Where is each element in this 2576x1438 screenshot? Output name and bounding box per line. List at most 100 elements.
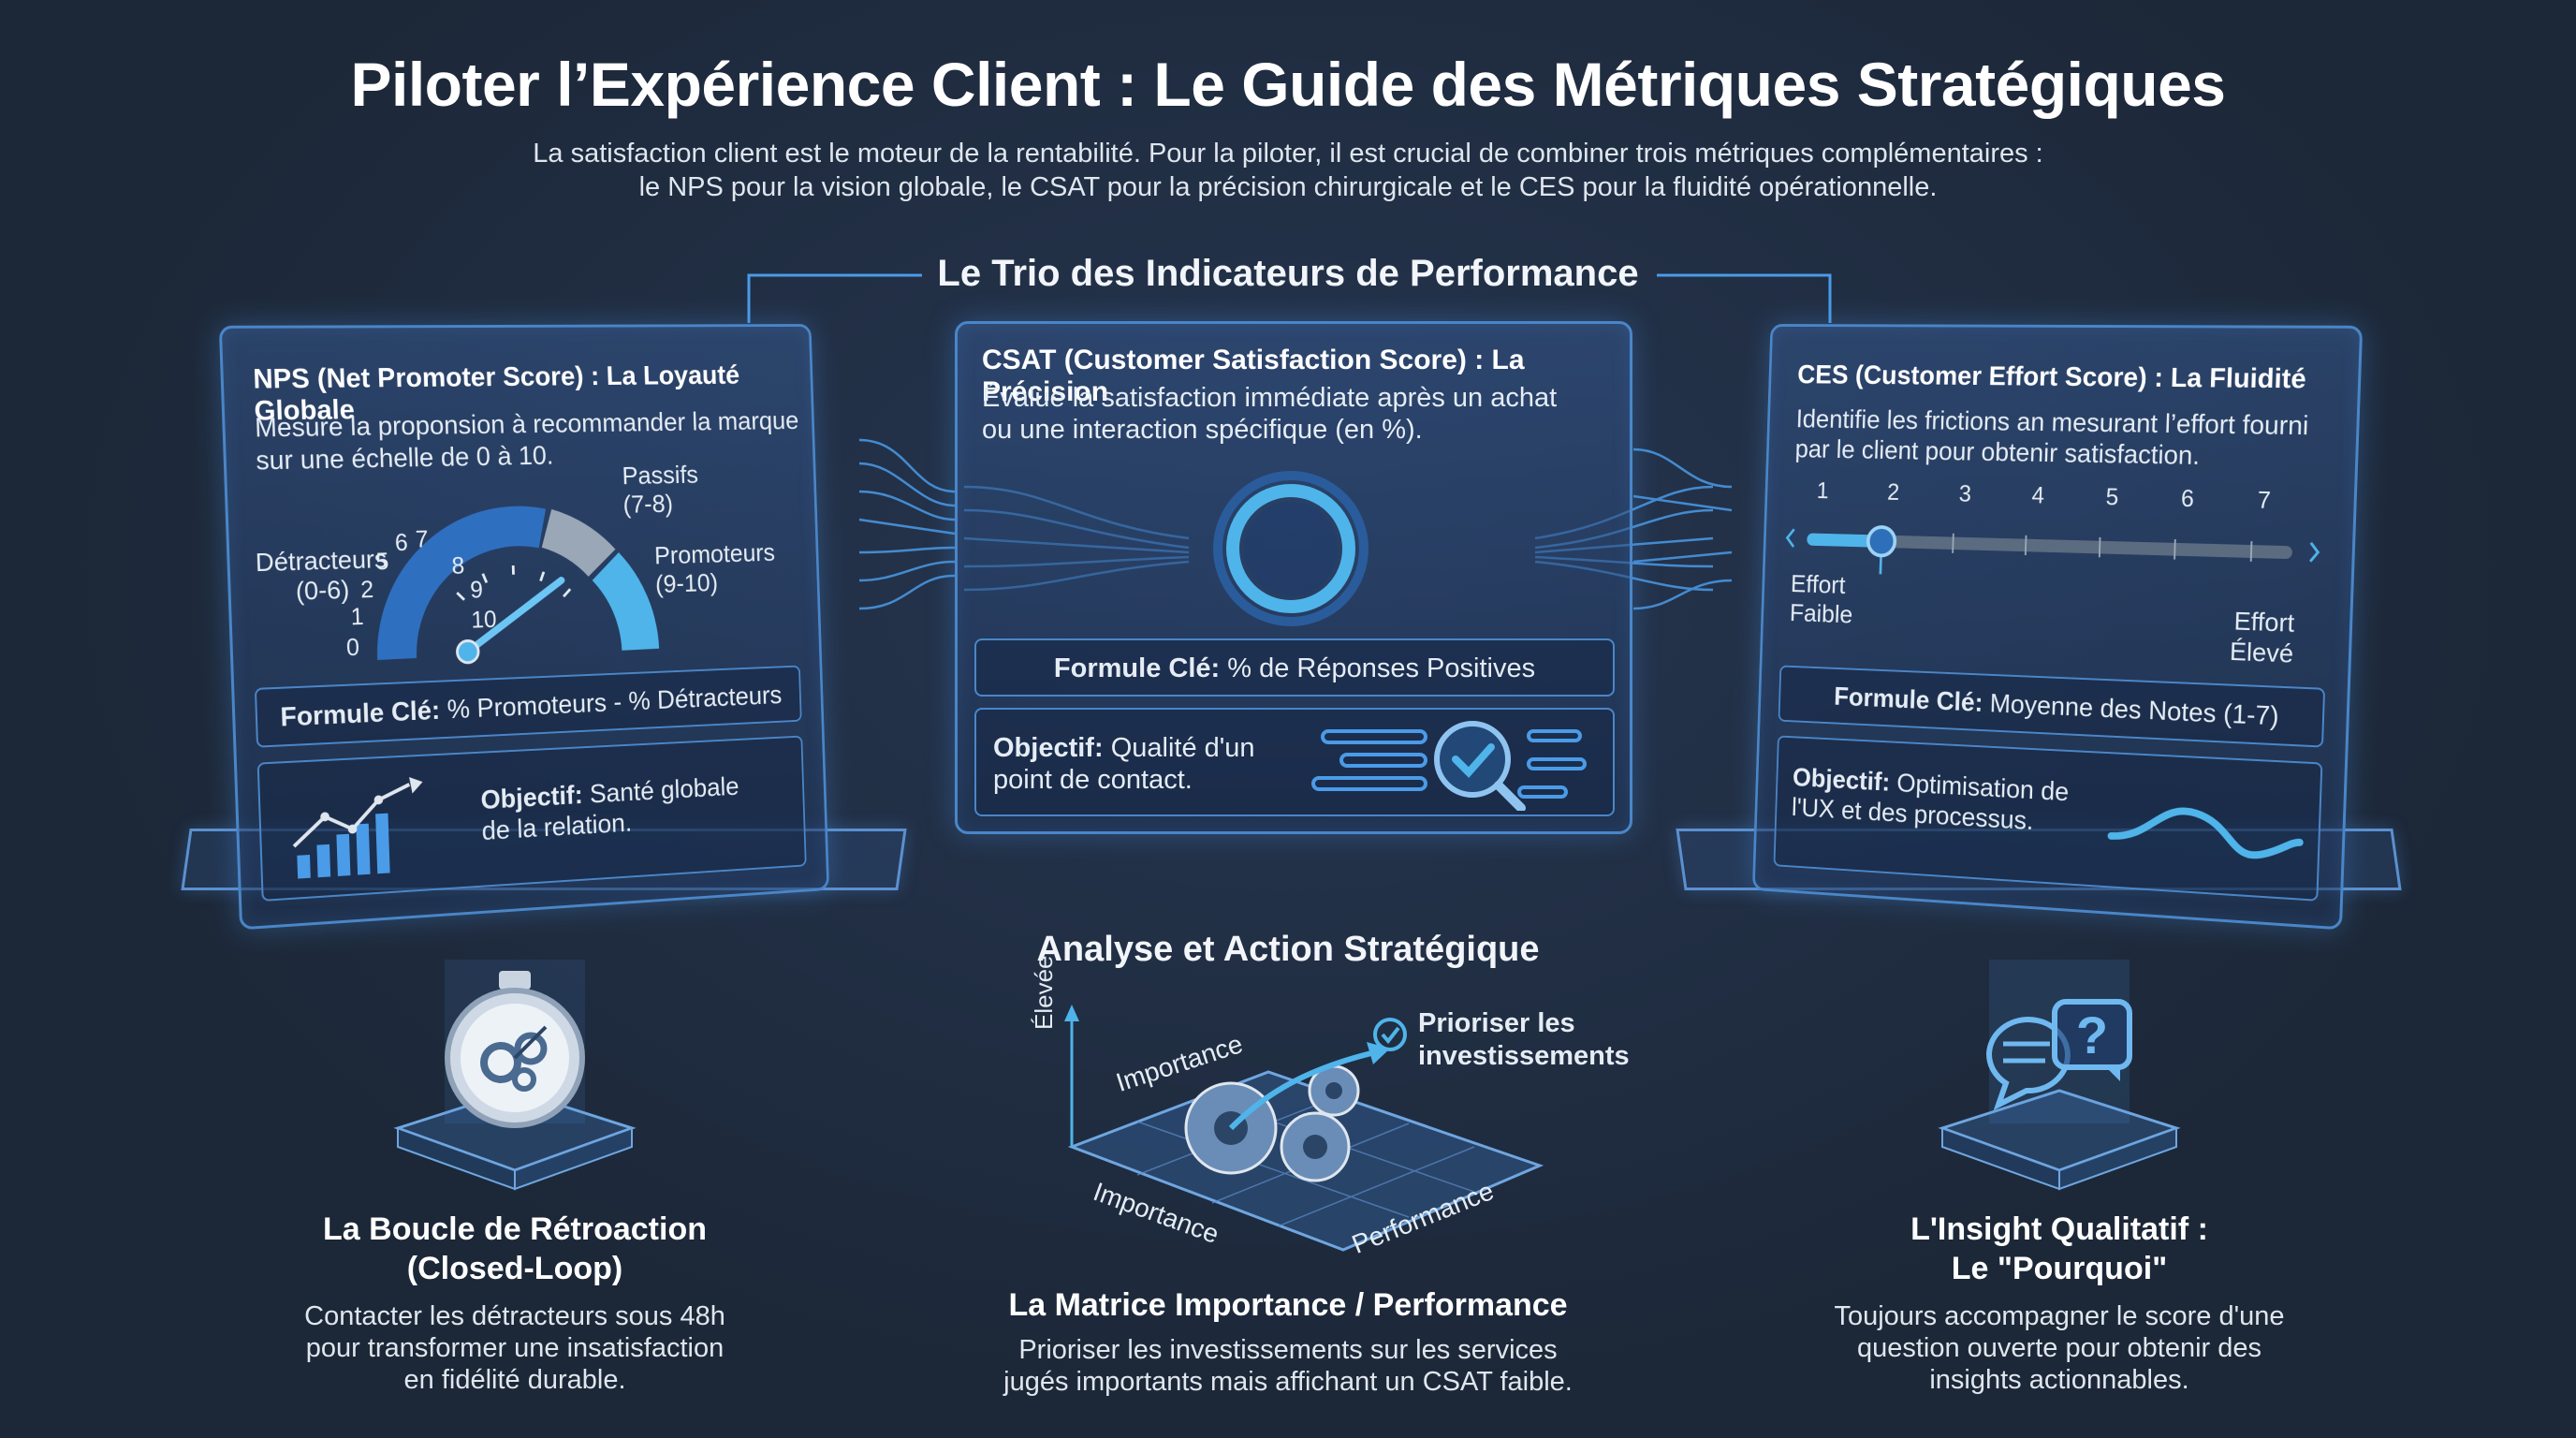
ces-objective-label: Objectif: (1792, 763, 1891, 798)
nps-panel: NPS (Net Promoter Score) : La Loyauté Gl… (218, 324, 830, 931)
ces-scale-5: 5 (2105, 482, 2119, 511)
gauge-label-promoteurs: Promoteurs (9-10) (654, 538, 777, 599)
csat-formula-box: Formule Clé: % de Réponses Positives (974, 638, 1615, 697)
matrix-card-text-line-1: Prioriser les investissements sur les se… (1018, 1335, 1558, 1365)
csat-formula: Formule Clé: % de Réponses Positives (976, 653, 1613, 684)
nps-desc-line-1: Mesure la proponsion à recommander la ma… (254, 406, 799, 444)
chat-question-icon: ? (1938, 960, 2181, 1191)
ces-effort-high: Effort Élevé (2230, 606, 2295, 669)
passifs-range: (7-8) (622, 489, 674, 519)
ces-formula-value: Moyenne des Notes (1-7) (1989, 689, 2280, 732)
chevron-left-icon (1787, 529, 1794, 547)
wave-icon (2106, 790, 2306, 875)
magnifier-check-icon (1311, 721, 1587, 811)
svg-text:?: ? (2076, 1005, 2108, 1064)
feedback-title-line-2: (Closed-Loop) (406, 1251, 623, 1286)
nps-formula-value: % Promoteurs - % Détracteurs (446, 681, 783, 726)
matrix-card-text: Prioriser les investissements sur les se… (960, 1334, 1616, 1398)
insight-text-line-3: insights actionnables. (1929, 1365, 2189, 1395)
gauge-tick-6: 6 (394, 528, 409, 556)
ces-formula-box: Formule Clé: Moyenne des Notes (1-7) (1778, 665, 2326, 748)
gauge-label-detracteurs: Détracteurs (0-6) (248, 544, 395, 608)
nps-formula: Formule Clé: % Promoteurs - % Détracteur… (280, 680, 783, 733)
csat-objective-line-1: Qualité d'un (1110, 733, 1255, 763)
matrix-callout-line-1: Prioriser les (1418, 1008, 1575, 1038)
gauge-tick-8: 8 (451, 551, 465, 580)
ces-scale-6: 6 (2180, 484, 2195, 512)
csat-objective-box: Objectif: Qualité d'un point de contact. (974, 708, 1615, 816)
ces-high-line-2: Élevé (2229, 637, 2294, 668)
detracteurs-label: Détracteurs (255, 544, 388, 578)
feedback-title: La Boucle de Rétroaction (Closed-Loop) (234, 1210, 796, 1288)
matrix-callout: Prioriser les investissements (1418, 1007, 1630, 1073)
matrix-axis-y: Élevée (1030, 955, 1058, 1031)
csat-heading: CSAT (Customer Satisfaction Score) : La … (982, 345, 1525, 407)
ces-objective-box: Objectif: Optimisation de l'UX et des pr… (1773, 735, 2323, 902)
csat-formula-label: Formule Clé: (1053, 653, 1221, 683)
matrix-callout-line-2: investissements (1418, 1041, 1630, 1071)
chevron-right-icon (2310, 543, 2319, 562)
page-title: Piloter l’Expérience Client : Le Guide d… (350, 50, 2226, 119)
csat-desc-line-2: ou une interaction spécifique (en %). (982, 415, 1423, 445)
ces-effort-low: Effort Faible (1790, 569, 1854, 629)
nps-objective: Objectif: Santé globale de la relation. (480, 771, 740, 847)
page-subtitle: La satisfaction client est le moteur de … (352, 137, 2224, 204)
feedback-title-line-1: La Boucle de Rétroaction (323, 1211, 707, 1247)
csat-formula-value: % de Réponses Positives (1227, 653, 1536, 683)
csat-objective-label: Objectif: (993, 733, 1104, 763)
matrix-card-title: La Matrice Importance / Performance (1008, 1287, 1568, 1323)
ces-desc-line-2: par le client pour obtenir satisfaction. (1794, 434, 2201, 471)
nps-objective-box: Objectif: Santé globale de la relation. (256, 735, 807, 902)
insight-text-line-1: Toujours accompagner le score d'une (1834, 1301, 2285, 1331)
feedback-text-line-2: pour transformer une insatisfaction (305, 1333, 724, 1363)
subtitle-line-2: le NPS pour la vision globale, le CSAT p… (638, 172, 1938, 202)
passifs-label: Passifs (622, 460, 699, 490)
gauge-tick-0: 0 (345, 632, 360, 662)
matrix-card-text-line-2: jugés importants mais affichant un CSAT … (1003, 1367, 1573, 1397)
growth-chart-icon (287, 776, 423, 879)
ces-low-line-1: Effort (1790, 569, 1846, 599)
csat-desc-line-1: Évalue la satisfaction immédiate après u… (982, 383, 1558, 413)
promoteurs-label: Promoteurs (653, 538, 776, 570)
ces-formula: Formule Clé: Moyenne des Notes (1-7) (1834, 682, 2279, 732)
csat-ring-icon (1213, 471, 1368, 626)
nps-objective-label: Objectif: (480, 780, 584, 815)
gauge-tick-9: 9 (469, 575, 484, 604)
ces-scale-4: 4 (2031, 481, 2045, 509)
ces-panel: CES (Customer Effort Score) : La Fluidit… (1751, 324, 2364, 931)
ces-high-line-1: Effort (2233, 606, 2295, 638)
ces-scale-3: 3 (1958, 479, 1972, 507)
ces-scale-1: 1 (1816, 477, 1830, 504)
ces-objective: Objectif: Optimisation de l'UX et des pr… (1792, 763, 2070, 839)
gauge-tick-10: 10 (470, 605, 497, 634)
gauge-label-passifs: Passifs (7-8) (622, 461, 699, 520)
insight-text-line-2: question ouverte pour obtenir des (1856, 1333, 2262, 1363)
detracteurs-range: (0-6) (295, 575, 350, 606)
nps-formula-box: Formule Clé: % Promoteurs - % Détracteur… (254, 665, 802, 748)
nps-formula-label: Formule Clé: (280, 696, 441, 733)
nps-gauge-icon (364, 479, 666, 669)
trio-title: Le Trio des Indicateurs de Performance (937, 253, 1639, 294)
csat-objective: Objectif: Qualité d'un point de contact. (993, 732, 1255, 796)
feedback-text-line-1: Contacter les détracteurs sous 48h (304, 1301, 725, 1331)
ces-slider (1781, 511, 2339, 590)
nps-desc-line-2: sur une échelle de 0 à 10. (255, 441, 554, 477)
insight-title-line-2: Le "Pourquoi" (1951, 1251, 2168, 1286)
ces-formula-label: Formule Clé: (1833, 682, 1983, 718)
ces-scale-7: 7 (2257, 485, 2272, 514)
check-circle-icon (1373, 1018, 1407, 1051)
insight-title: L'Insight Qualitatif : Le "Pourquoi" (1778, 1210, 2340, 1288)
insight-text: Toujours accompagner le score d'une ques… (1778, 1300, 2340, 1396)
feedback-text-line-3: en fidélité durable. (403, 1365, 626, 1395)
gauge-tick-7: 7 (415, 524, 429, 553)
csat-objective-line-2: point de contact. (993, 765, 1193, 795)
csat-panel: CSAT (Customer Satisfaction Score) : La … (955, 321, 1632, 834)
ces-low-line-2: Faible (1789, 598, 1853, 629)
feedback-text: Contacter les détracteurs sous 48h pour … (234, 1300, 796, 1396)
analysis-title: Analyse et Action Stratégique (1036, 930, 1540, 969)
stopwatch-icon (393, 960, 637, 1191)
promoteurs-range: (9-10) (654, 568, 719, 598)
subtitle-line-1: La satisfaction client est le moteur de … (533, 139, 2043, 169)
insight-title-line-1: L'Insight Qualitatif : (1910, 1211, 2208, 1247)
gauge-tick-1: 1 (350, 602, 365, 631)
